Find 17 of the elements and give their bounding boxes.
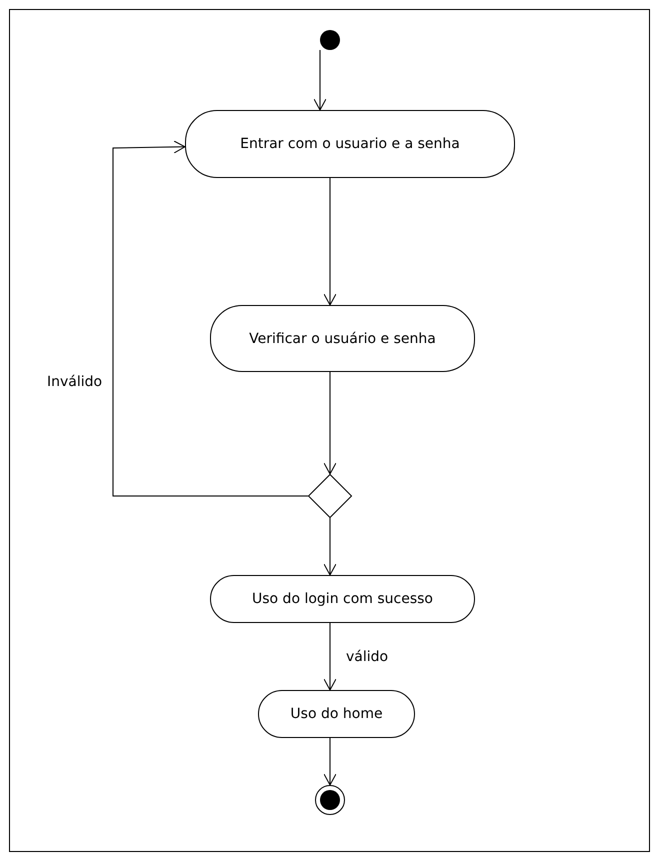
- action-node: [258, 690, 415, 738]
- control-flow-arrow: [324, 622, 336, 690]
- control-flow-arrow: [324, 178, 336, 306]
- action-node: [185, 110, 515, 178]
- control-flow-arrow: [112, 140, 308, 496]
- control-flow-arrow: [324, 518, 336, 576]
- action-label: Entrar com o usuario e a senha: [240, 136, 460, 152]
- action-label: Uso do login com sucesso: [252, 591, 433, 607]
- control-flow-arrow: [324, 372, 336, 474]
- final-node: [315, 785, 345, 815]
- action-label: Uso do home: [290, 706, 383, 722]
- initial-node: [320, 30, 340, 50]
- action-node: [210, 575, 475, 623]
- control-flow-arrow: [314, 50, 326, 110]
- control-flow-arrow: [324, 738, 336, 786]
- action-label: Verificar o usuário e senha: [249, 330, 436, 346]
- decision-diamond: [308, 474, 352, 518]
